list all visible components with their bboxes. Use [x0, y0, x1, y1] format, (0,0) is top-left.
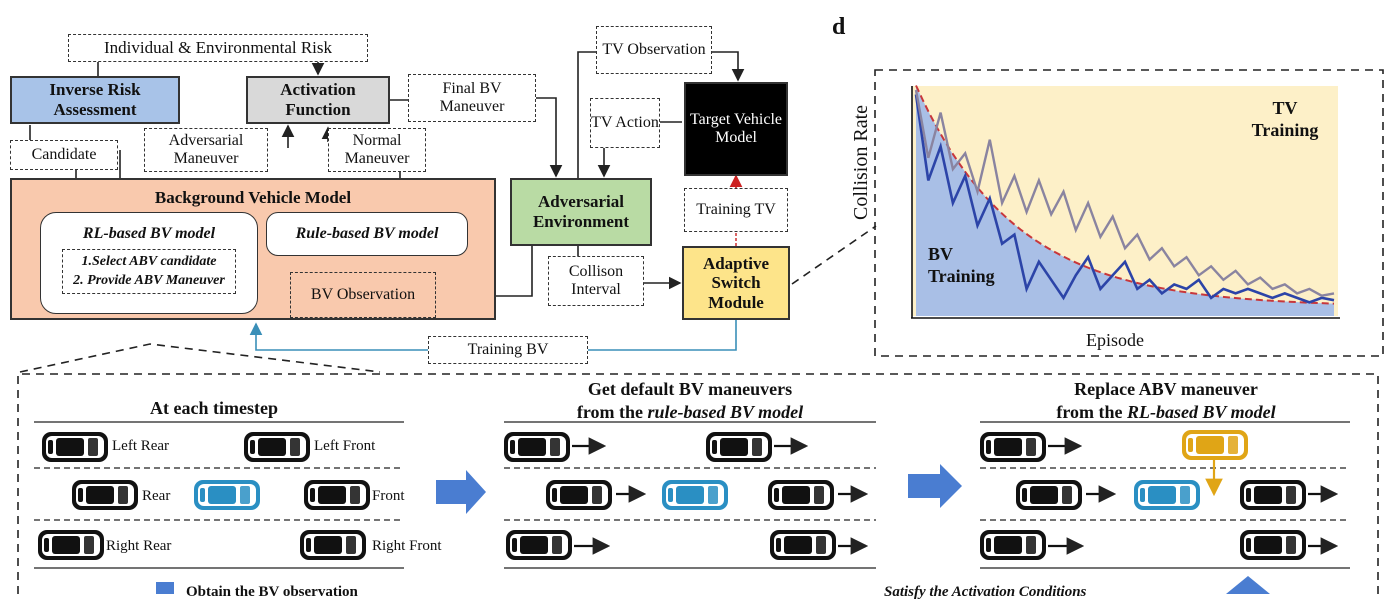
adversarial-environment-box: Adversarial Environment — [510, 178, 652, 246]
bv-training-line — [914, 94, 1335, 304]
label-right-front: Right Front — [372, 538, 442, 554]
c3-ego-car-icon — [1134, 480, 1200, 510]
col2-title: Get default BV maneuvers from the rule-b… — [504, 378, 876, 423]
label-left-rear: Left Rear — [112, 438, 170, 454]
adversarial-environment-label: Adversarial Environment — [532, 192, 630, 231]
training-bv-box: Training BV — [428, 336, 588, 364]
c2-rear-car-icon — [546, 480, 612, 510]
activation-function-label: Activation Function — [280, 80, 356, 119]
footer-left-text: Obtain the BV observation — [186, 584, 358, 600]
front-car-icon — [304, 480, 370, 510]
rl-based-bv-model-box: RL-based BV model 1.Select ABV candidate… — [40, 212, 258, 314]
inverse-risk-box: Inverse Risk Assessment — [10, 76, 180, 124]
ego-car-icon — [194, 480, 260, 510]
c3-front-car-icon — [1240, 480, 1306, 510]
fit-curve — [915, 85, 1335, 305]
c3-right-rear-car-icon — [980, 530, 1046, 560]
tv-observation-label: TV Observation — [602, 40, 706, 58]
c2-ego-car-icon — [662, 480, 728, 510]
rule-based-bv-model-label: Rule-based BV model — [295, 224, 439, 242]
c2-right-front-car-icon — [770, 530, 836, 560]
training-tv-label: Training TV — [696, 200, 776, 218]
right-front-car-icon — [300, 530, 366, 560]
tv-observation-box: TV Observation — [596, 26, 712, 74]
label-right-rear: Right Rear — [106, 538, 172, 554]
c3-right-front-car-icon — [1240, 530, 1306, 560]
background-vehicle-model-title: Background Vehicle Model — [154, 188, 352, 207]
rl-item-2: 2. Provide ABV Maneuver — [73, 272, 225, 288]
left-front-car-icon — [244, 432, 310, 462]
col3-title-line1: Replace ABV maneuver — [1074, 379, 1258, 399]
target-vehicle-model-label: Target Vehicle Model — [689, 110, 783, 146]
training-tv-box: Training TV — [684, 188, 788, 232]
c2-front-car-icon — [768, 480, 834, 510]
normal-maneuver-box: Normal Maneuver — [328, 128, 426, 172]
up-arrow-icon — [1226, 576, 1270, 594]
candidate-label: Candidate — [31, 145, 97, 163]
tv-action-label: TV Action — [591, 113, 659, 131]
c3-rear-car-icon — [1016, 480, 1082, 510]
rear-car-icon — [72, 480, 138, 510]
c2-right-rear-car-icon — [506, 530, 572, 560]
c2-left-front-car-icon — [706, 432, 772, 462]
label-rear: Rear — [142, 488, 171, 504]
rule-based-bv-model-box: Rule-based BV model — [266, 212, 468, 256]
rl-steps-box: 1.Select ABV candidate 2. Provide ABV Ma… — [62, 249, 236, 294]
label-left-front: Left Front — [314, 438, 376, 454]
col3-title: Replace ABV maneuver from the RL-based B… — [980, 378, 1352, 423]
tv-action-box: TV Action — [590, 98, 660, 148]
normal-maneuver-label: Normal Maneuver — [344, 131, 410, 167]
target-vehicle-model-box: Target Vehicle Model — [684, 82, 788, 176]
final-bv-maneuver-label: Final BV Maneuver — [439, 79, 505, 115]
col2-title-line1: Get default BV maneuvers — [587, 379, 793, 399]
c2-left-rear-car-icon — [504, 432, 570, 462]
col1-title: At each timestep — [150, 398, 278, 418]
panel-label-d: d — [832, 14, 846, 40]
col3-title-line2: from the RL-based BV model — [980, 401, 1352, 424]
left-rear-car-icon — [42, 432, 108, 462]
bv-observation-box: BV Observation — [290, 272, 436, 318]
flow-arrow-2 — [908, 464, 962, 508]
label-front: Front — [372, 488, 405, 504]
col3-title-model: RL-based BV model — [1126, 401, 1276, 422]
col2-title-model: rule-based BV model — [647, 401, 804, 422]
bv-training-region-label: BV Training — [928, 244, 995, 286]
col2-title-line2: from the rule-based BV model — [504, 401, 876, 424]
right-rear-car-icon — [38, 530, 104, 560]
rl-based-bv-model-title: RL-based BV model — [82, 225, 216, 242]
rl-item-1: 1.Select ABV candidate — [81, 254, 217, 270]
candidate-box: Candidate — [10, 140, 118, 170]
activation-function-box: Activation Function — [246, 76, 390, 124]
inverse-risk-label: Inverse Risk Assessment — [49, 80, 141, 119]
adaptive-switch-module-label: Adaptive Switch Module — [702, 253, 770, 312]
adaptive-switch-module-box: Adaptive Switch Module — [682, 246, 790, 320]
collision-interval-label: Collison Interval — [568, 262, 624, 298]
final-bv-maneuver-box: Final BV Maneuver — [408, 74, 536, 122]
tv-training-region-label: TV Training — [1251, 98, 1319, 140]
adversarial-maneuver-box: Adversarial Maneuver — [144, 128, 268, 172]
collision-interval-box: Collison Interval — [548, 256, 644, 306]
tv-training-line — [914, 89, 1335, 297]
col2-title-prefix: from the — [576, 401, 648, 422]
maneuver-arrows — [572, 437, 1339, 555]
legend-square-icon — [156, 582, 174, 594]
c3-abv-car-icon — [1182, 430, 1248, 460]
col3-title-prefix: from the — [1056, 401, 1127, 422]
individual-env-risk-label: Individual & Environmental Risk — [103, 38, 333, 58]
individual-env-risk-box: Individual & Environmental Risk — [68, 34, 368, 62]
footer-right-text: Satisfy the Activation Conditions — [884, 584, 1087, 600]
flow-arrow-1 — [436, 470, 486, 514]
bv-observation-label: BV Observation — [310, 285, 416, 303]
training-bv-label: Training BV — [467, 340, 549, 358]
x-axis-label: Episode — [1086, 330, 1144, 350]
adversarial-maneuver-label: Adversarial Maneuver — [168, 131, 244, 167]
c3-left-rear-car-icon — [980, 432, 1046, 462]
